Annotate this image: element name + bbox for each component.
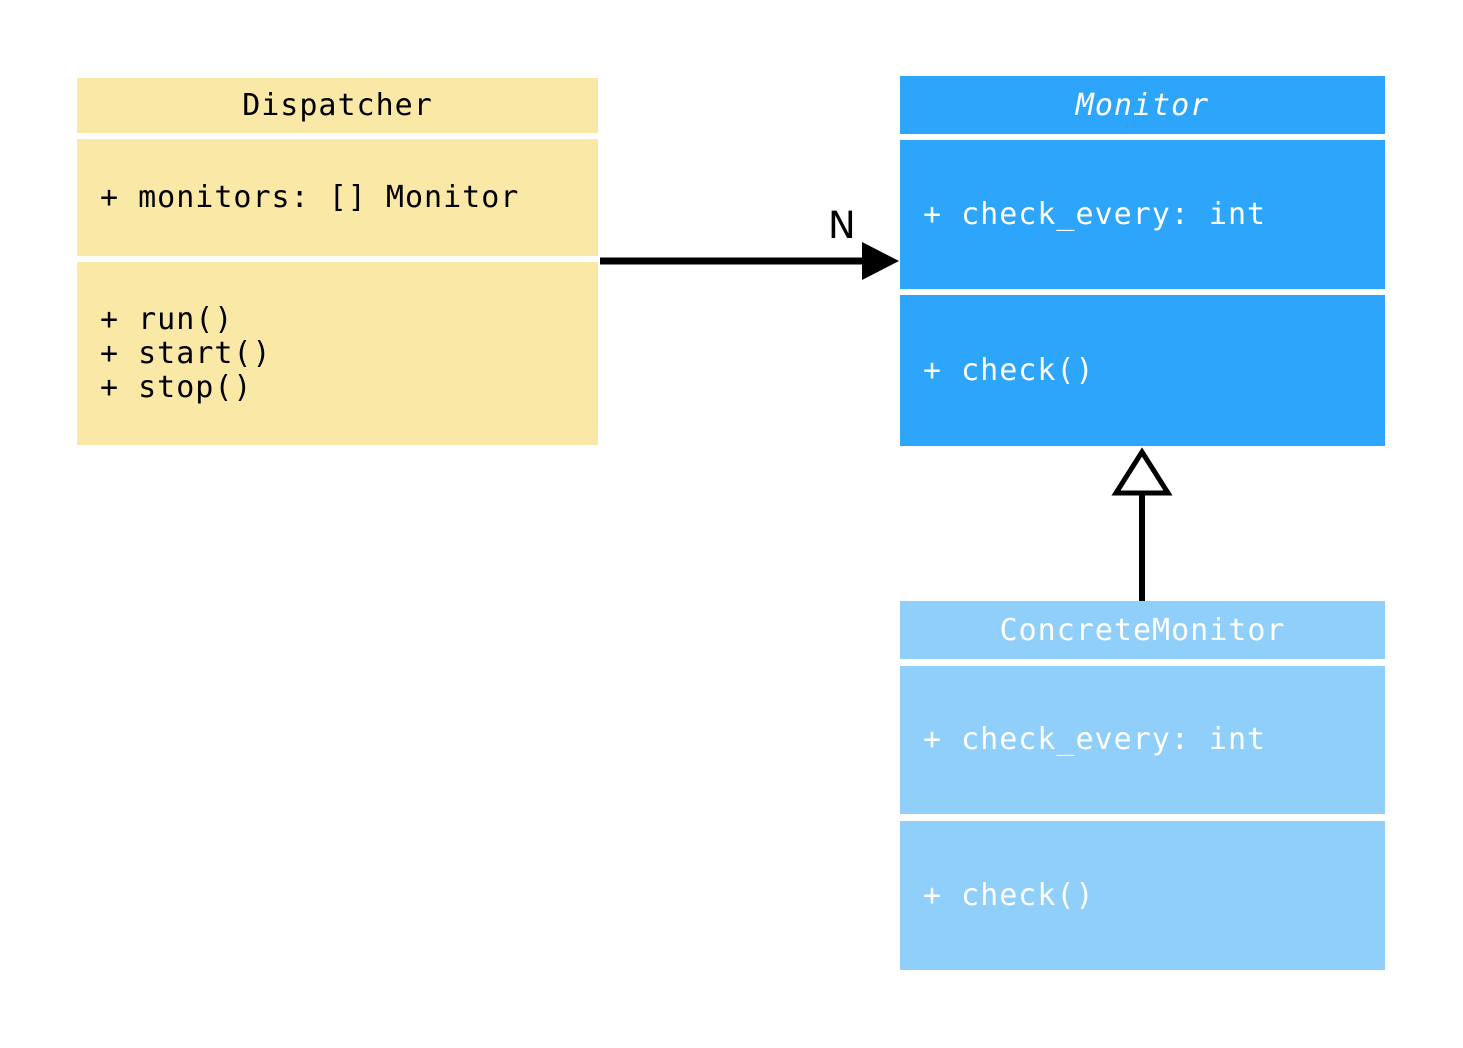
class-title-concrete-monitor: ConcreteMonitor <box>900 601 1385 659</box>
class-title-monitor: Monitor <box>900 76 1385 134</box>
method-item: + check() <box>923 877 1095 913</box>
class-name-label: Dispatcher <box>242 88 433 123</box>
attribute-item: + check_every: int <box>923 196 1267 232</box>
method-item: + run() <box>100 301 234 337</box>
methods-section-monitor: + check() <box>900 295 1385 446</box>
methods-section-concrete-monitor: + check() <box>900 821 1385 970</box>
hollow-triangle-icon <box>1111 447 1173 496</box>
attributes-section-concrete-monitor: + check_every: int <box>900 666 1385 814</box>
class-name-label: Monitor <box>1075 87 1210 123</box>
method-item: + start() <box>100 335 272 371</box>
class-box-dispatcher: Dispatcher + monitors: [] Monitor + run(… <box>77 78 598 445</box>
section-divider <box>900 659 1385 666</box>
method-item: + stop() <box>100 369 253 405</box>
attributes-section-monitor: + check_every: int <box>900 140 1385 289</box>
class-name-label: ConcreteMonitor <box>999 612 1286 648</box>
inheritance-arrow <box>1111 447 1173 601</box>
multiplicity-label: N <box>828 204 856 247</box>
class-box-concrete-monitor: ConcreteMonitor + check_every: int + che… <box>900 601 1385 970</box>
attribute-item: + monitors: [] Monitor <box>100 179 520 215</box>
attributes-section-dispatcher: + monitors: [] Monitor <box>77 139 598 256</box>
filled-arrowhead-icon <box>862 242 899 280</box>
class-title-dispatcher: Dispatcher <box>77 78 598 133</box>
association-arrow <box>600 242 899 280</box>
attribute-item: + check_every: int <box>923 722 1267 757</box>
section-divider <box>900 814 1385 821</box>
methods-section-dispatcher: + run() + start() + stop() <box>77 262 598 445</box>
class-box-monitor: Monitor + check_every: int + check() <box>900 76 1385 446</box>
method-item: + check() <box>923 352 1095 388</box>
